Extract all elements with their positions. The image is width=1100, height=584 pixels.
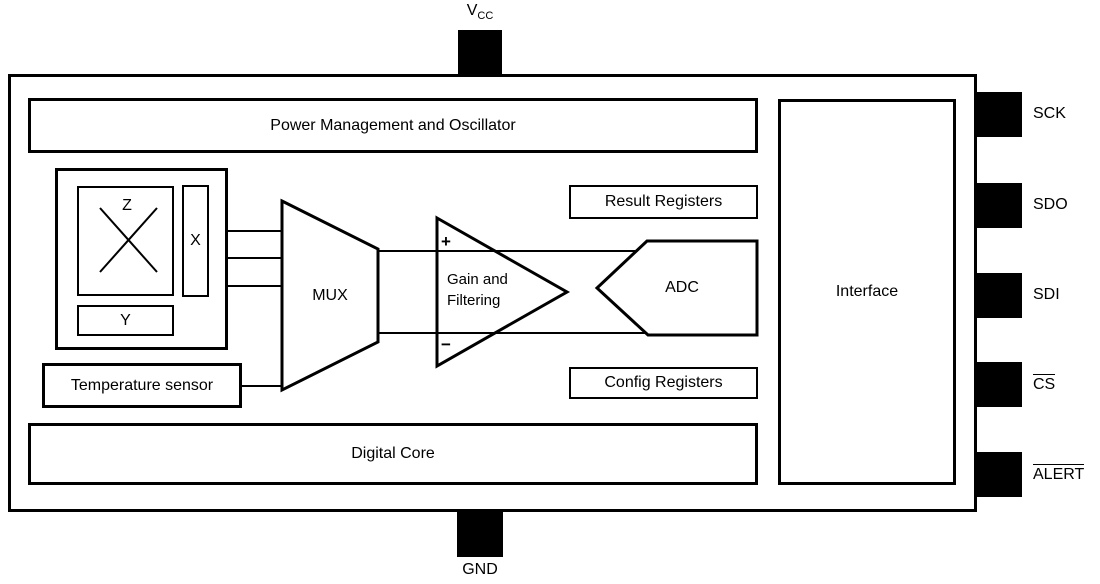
temperature-sensor-block: Temperature sensor bbox=[42, 363, 242, 408]
pin-label-sdi: SDI bbox=[1033, 286, 1060, 303]
pin-cs bbox=[977, 362, 1022, 407]
pin-sdo bbox=[977, 183, 1022, 228]
pin-label-sck: SCK bbox=[1033, 105, 1066, 122]
adc-label: ADC bbox=[665, 279, 699, 296]
pin-alert bbox=[977, 452, 1022, 497]
pin-vcc bbox=[458, 30, 502, 75]
digital-core-block: Digital Core bbox=[28, 423, 758, 485]
pin-sck bbox=[977, 92, 1022, 137]
amplifier-plus-sign: + bbox=[441, 232, 451, 251]
adc-shape bbox=[594, 239, 759, 337]
chip-outline bbox=[8, 74, 977, 512]
mux-label: MUX bbox=[312, 287, 348, 304]
power-management-block: Power Management and Oscillator bbox=[28, 98, 758, 153]
pin-label-gnd: GND bbox=[462, 561, 498, 578]
result-registers-block: Result Registers bbox=[569, 185, 758, 219]
amplifier-label: Gain and Filtering bbox=[447, 271, 508, 309]
pin-label-sdo: SDO bbox=[1033, 196, 1068, 213]
amplifier-shape bbox=[435, 215, 571, 369]
sensor-y-cell: Y bbox=[77, 305, 174, 336]
pin-gnd bbox=[457, 511, 503, 557]
pin-label-alert: ALERT bbox=[1033, 464, 1085, 484]
sensor-z-cell bbox=[77, 186, 174, 296]
sensor-x-cell: X bbox=[182, 185, 209, 297]
interface-block: Interface bbox=[778, 99, 956, 485]
sensor-block bbox=[55, 168, 228, 350]
pin-sdi bbox=[977, 273, 1022, 318]
z-cross-icon bbox=[99, 207, 158, 273]
sensor-z-label: Z bbox=[122, 197, 132, 214]
mux-shape bbox=[280, 198, 380, 393]
config-registers-block: Config Registers bbox=[569, 367, 758, 399]
pin-label-vcc: VCC bbox=[466, 2, 494, 23]
pin-label-cs: CS bbox=[1033, 374, 1056, 394]
amplifier-minus-sign: − bbox=[441, 335, 451, 354]
